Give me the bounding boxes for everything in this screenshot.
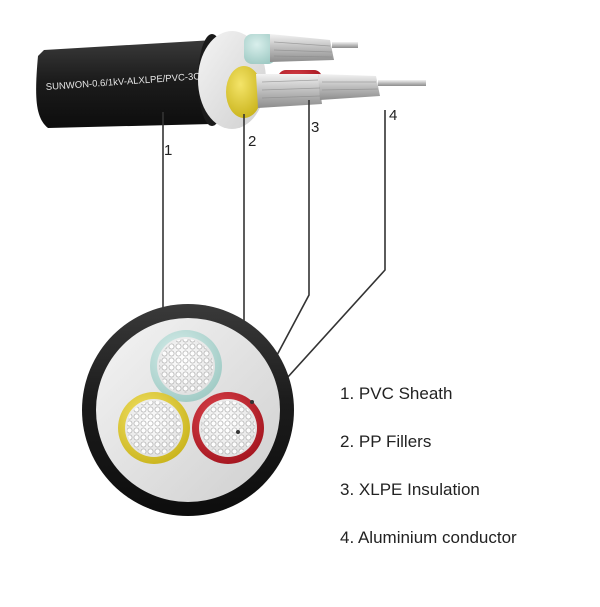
sheath-body [36, 40, 214, 128]
conductor-tip-red [378, 80, 426, 86]
callout-2: 2 [248, 133, 256, 150]
callout-4: 4 [389, 107, 397, 124]
cable-side-view: SUNWON-0.6/1kV-ALXLPE/PVC-3C [36, 31, 426, 129]
conductor-tip-blue [332, 42, 358, 48]
cable-cross-section [82, 304, 294, 516]
core-blue-side [244, 34, 276, 64]
conductor-strands-blue [270, 34, 334, 62]
core-yellow-side [226, 66, 262, 118]
legend-xlpe-insulation: 3. XLPE Insulation [340, 480, 480, 499]
conductor-strands-red [318, 74, 380, 100]
callout-3: 3 [311, 119, 319, 136]
legend-pvc-sheath: 1. PVC Sheath [340, 384, 453, 403]
conductor-strands-yellow [256, 74, 322, 108]
callout-1: 1 [164, 142, 172, 159]
legend-pp-fillers: 2. PP Fillers [340, 432, 432, 451]
legend-aluminium-conductor: 4. Aluminium conductor [340, 528, 517, 547]
